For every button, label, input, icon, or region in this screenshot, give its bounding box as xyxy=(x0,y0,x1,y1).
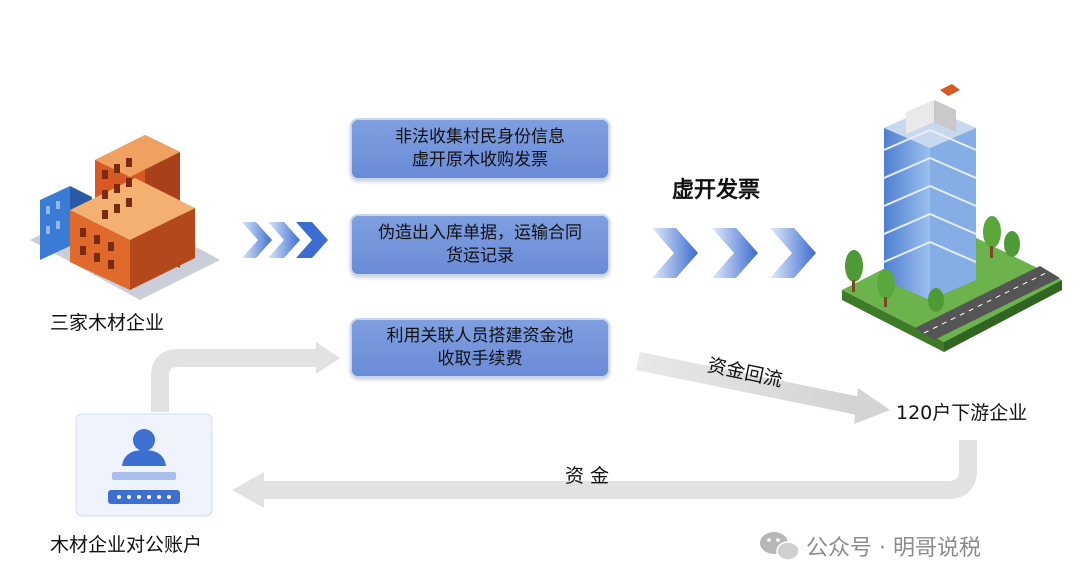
label-fake-invoice: 虚开发票 xyxy=(672,178,761,203)
label-three-wood-companies: 三家木材企业 xyxy=(50,312,165,334)
left-chevrons xyxy=(242,222,328,258)
wechat-icon xyxy=(760,532,800,561)
process-box-fund-pool: 利用关联人员搭建资金池 收取手续费 xyxy=(350,318,610,378)
label-downstream-companies: 120户下游企业 xyxy=(896,402,1028,424)
left-building-illustration xyxy=(30,135,220,300)
box-line: 非法收集村民身份信息 xyxy=(395,127,565,147)
label-funds: 资 金 xyxy=(565,465,610,487)
box-line: 收取手续费 xyxy=(437,349,523,369)
box-line: 利用关联人员搭建资金池 xyxy=(386,326,574,346)
account-card-illustration xyxy=(75,413,213,517)
box-line: 货运记录 xyxy=(446,246,514,266)
arrow-fund-return xyxy=(636,352,890,424)
label-corporate-account: 木材企业对公账户 xyxy=(50,534,203,556)
box-line: 虚开原木收购发票 xyxy=(412,150,548,170)
right-chevrons xyxy=(652,228,816,278)
box-line: 伪造出入库单据，运输合同 xyxy=(378,223,582,243)
process-box-documents: 伪造出入库单据，运输合同 货运记录 xyxy=(350,214,610,276)
process-box-invoices: 非法收集村民身份信息 虚开原木收购发票 xyxy=(350,118,610,180)
right-building-illustration xyxy=(842,84,1062,352)
watermark-text: 公众号 · 明哥说税 xyxy=(806,536,981,561)
arrow-account-to-pool xyxy=(151,342,340,412)
arrow-funds xyxy=(232,440,977,508)
